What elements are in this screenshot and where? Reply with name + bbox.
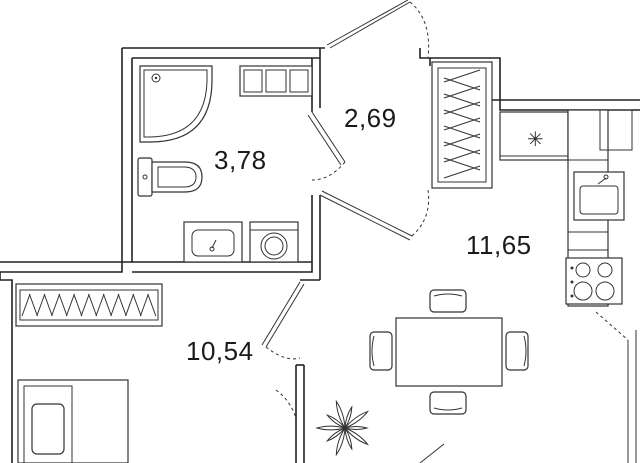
sink-icon (183, 221, 243, 263)
plant-leaf (344, 410, 370, 429)
hanger-line (65, 293, 75, 317)
hanger-line (21, 293, 31, 317)
bedroom-door (261, 281, 305, 360)
plant-leaf (344, 426, 369, 430)
plant-leaf (315, 425, 346, 431)
balcony-door (595, 311, 637, 463)
plant-leaf (335, 427, 346, 457)
kitchen-door (319, 189, 430, 241)
shower-icon (139, 65, 213, 143)
plant-leaf (325, 427, 346, 442)
kitchen-living-area-label: 11,65 (466, 230, 532, 260)
entrance-door (326, 0, 430, 59)
hanger-line (139, 293, 149, 317)
wardrobe-icon (431, 61, 493, 189)
hanger-line (73, 293, 83, 317)
hanger-line (132, 293, 142, 317)
plant-leaf (325, 414, 346, 429)
hanger-line (43, 293, 53, 317)
hanger-line (102, 293, 112, 317)
plant-leaf (335, 399, 346, 429)
plant-leaf (344, 427, 353, 451)
hanger-line (88, 293, 98, 317)
hanger-line (147, 293, 157, 317)
cooktop-icon (565, 257, 623, 305)
hanger-line (58, 293, 68, 317)
plant-leaf (344, 405, 353, 429)
bathroom-cabinet (239, 65, 313, 97)
bathroom-door (307, 111, 346, 181)
hanger-line (117, 293, 127, 317)
hanger-line (51, 293, 61, 317)
hanger-line (80, 293, 90, 317)
toilet-icon (137, 157, 203, 197)
hanger-line (36, 293, 46, 317)
hanger-line (95, 293, 105, 317)
plant-icon (315, 399, 370, 457)
svg-text:✳: ✳ (527, 127, 544, 151)
bathroom-area-label: 3,78 (214, 145, 267, 175)
bed-icon (17, 379, 129, 463)
bedroom-area-label: 10,54 (186, 336, 254, 366)
hanger-line (443, 165, 481, 179)
fridge-icon: ✳ (499, 111, 569, 161)
living-window (275, 389, 445, 463)
dining-table-icon (369, 289, 529, 415)
plant-leaf (344, 427, 370, 446)
hallway-area-label: 2,69 (344, 103, 397, 133)
hanger-line (125, 293, 135, 317)
bedroom-wardrobe-icon (15, 283, 163, 327)
washing-machine-icon (249, 221, 299, 263)
kitchen-sink-icon (573, 171, 625, 221)
hanger-line (110, 293, 120, 317)
hanger-line (28, 293, 38, 317)
